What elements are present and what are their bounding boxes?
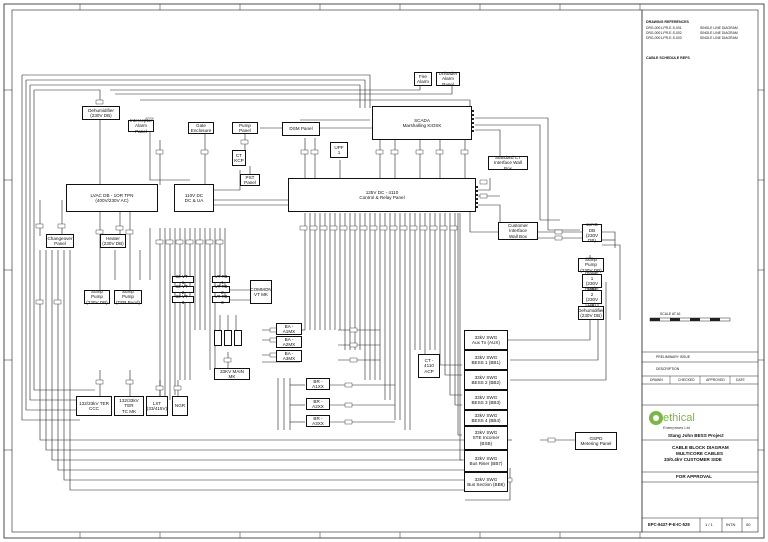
vt-tb-1-box: VT TB - 1	[212, 274, 230, 285]
lvac-db-box: LVAC DB - 1OR TPN (400V/230V AC)	[66, 184, 158, 212]
unloader-alarm-box: Unloader Alarm Panel	[436, 71, 460, 87]
dehumidifier-box: Dehumidifier (230V DB)	[82, 106, 120, 120]
lxt-box: LXT (33/415V)	[146, 396, 168, 416]
standard-ct-wallbox: Standard CT Interface Wall Box	[488, 155, 528, 171]
revision-label: INTN	[726, 522, 736, 527]
br-a1xx-box: BR - A1XX	[306, 378, 330, 390]
ba-a1mx-box: BA - A1MX	[276, 323, 302, 335]
heater-left-box: Heater (230V DB)	[100, 234, 126, 248]
ct-kcp-box: CT KCP	[232, 150, 246, 166]
fire-alarm-box: Fire Alarm	[414, 72, 432, 86]
swg-bess1-box: 33kV SWG BESS 1 (BB1)	[464, 350, 508, 370]
col-drawn: DRAWN	[650, 378, 663, 382]
br-a2xx-box: BR - A2XX	[306, 398, 330, 410]
col-approved: APPROVED	[706, 378, 725, 382]
ba-a2mx-box: BA - A2MX	[276, 336, 302, 348]
gate-enclosure-box: Gate Enclosure	[188, 122, 214, 134]
tx-132-ccc-box: 132/33kV TER CCC	[76, 396, 112, 416]
vt-tb-3-box: VT TB - 3	[212, 294, 230, 305]
sump-pump-right-box: Sump Pump (230V DB)	[578, 257, 604, 273]
changeover-panel-box: Changeover Panel	[46, 234, 74, 248]
interceptor-alarm-box: Interceptor Alarm Panel	[128, 118, 154, 134]
dc-ua-box: 110V DC DC & UA	[174, 184, 214, 212]
drawing-title-line-2: MULTICORE CABLES	[676, 451, 724, 456]
upf-box: UPF 1	[330, 142, 348, 158]
ngr-box: NGR	[172, 396, 188, 416]
drawing-references-title: DRAWING REFERENCES	[646, 20, 689, 24]
dehumidifier-right-box: Dehumidifier (230V DB)	[578, 306, 604, 320]
for-approval-label: FOR APPROVAL	[676, 474, 712, 479]
marshalling-box-b	[224, 330, 232, 346]
drawing-ref-1: DRG-0001-PR-E-S-001	[646, 26, 682, 30]
drawing-ref-2: DRG-0001-PR-E-S-002	[646, 31, 682, 35]
col-checked: CHECKED	[678, 378, 695, 382]
swg-bess3-box: 33kV SWG BESS 3 (BB3)	[464, 390, 508, 410]
common-vt-box: COMMON VT MK	[250, 280, 272, 304]
cable-schedule-title: CABLE SCHEDULE REFS	[646, 56, 690, 60]
project-name: Stang John BESS Project	[668, 433, 724, 438]
swg-bess4-box: 33kV SWG BESS 4 (BB4)	[464, 410, 508, 426]
drawing-title-line-1: CABLE BLOCK DIAGRAM	[672, 445, 729, 450]
company-subtitle: Enterprises Ltd	[663, 425, 690, 430]
drawing-ref-3: DRG-0001-PR-E-S-003	[646, 36, 682, 40]
main-mk-box: 33KV MAIN MK	[214, 368, 250, 380]
drawing-title-line-3: 33/0.4kV CUSTOMER SIDE	[664, 457, 722, 462]
marshalling-box-c	[234, 330, 242, 346]
customer-interface-wallbox: Customer Interface Wall Box	[498, 222, 538, 240]
vt-1-box: 33 VT - 1	[172, 274, 194, 285]
scada-kiosk: SCADA Marshalling KIOSK	[372, 106, 472, 140]
br-a3xx-box: BR - A3XX	[306, 415, 330, 427]
company-logo-icon	[649, 411, 663, 425]
swg-bess2-box: 33kV SWG BESS 2 (BB2)	[464, 370, 508, 390]
ba-a3mx-box: BA - A3MX	[276, 350, 302, 362]
company-name: ethical	[663, 412, 695, 424]
ct-acp-box: CT - 4110 ACP	[418, 354, 440, 378]
col-date: DATE	[736, 378, 745, 382]
pst-panel-box: PST Panel	[240, 174, 260, 186]
sheet-number: 1 / 1	[705, 522, 713, 527]
revision-number: 00	[746, 522, 751, 527]
scale-label: SCALE AT A1	[660, 312, 681, 316]
vt-2-box: 33 VT - 2	[172, 284, 194, 295]
description-label: DESCRIPTION	[656, 367, 680, 371]
swg-ste-incomer-box: 33kV SWG STE Incomer (BSB)	[464, 426, 508, 450]
tx-132-tc-mk-box: 132/33kV TER TC MK	[114, 396, 144, 416]
status-label: PRELIMINARY ISSUE	[656, 355, 690, 359]
sump-pump-2-box: Sump Pump (TFR Bund)	[114, 288, 142, 305]
drawing-ref-desc-3: SINGLE LINE DIAGRAM	[700, 36, 738, 40]
drawing-ref-desc-1: SINGLE LINE DIAGRAM	[700, 26, 738, 30]
heater-2-right-box: Heater 2 (230V DB)	[582, 286, 602, 307]
marshalling-box-a	[214, 330, 222, 346]
drawing-ref-desc-2: SINGLE LINE DIAGRAM	[700, 31, 738, 35]
drawing-number: EPC-9437-P-E-IC-529	[648, 522, 690, 527]
swg-aux-box: 33kV SWG Aux Tx (AUX)	[464, 330, 508, 350]
metering-panel-box: GSPD Metering Panel	[575, 432, 617, 450]
control-relay-panel: 125V DC - 4110 Control & Relay Panel	[288, 178, 476, 212]
sump-pump-1-box: Sump Pump (230V DB)	[84, 289, 110, 305]
vt-3-box: 33 VT - 3	[172, 294, 194, 305]
swg-bus-section-box: 33kV SWG Bus Section (BB8)	[464, 472, 508, 492]
swg-bus-riser-box: 33kV SWG Bus Riser (BB7)	[464, 450, 508, 472]
lvac-db-right-box: LVAC DB (230V DB)	[582, 222, 602, 243]
pump-panel-box: Pump Panel	[232, 122, 258, 134]
dsm-panel-box: DSM Panel	[282, 122, 320, 136]
vt-tb-2-box: VT TB - 2	[212, 284, 230, 295]
